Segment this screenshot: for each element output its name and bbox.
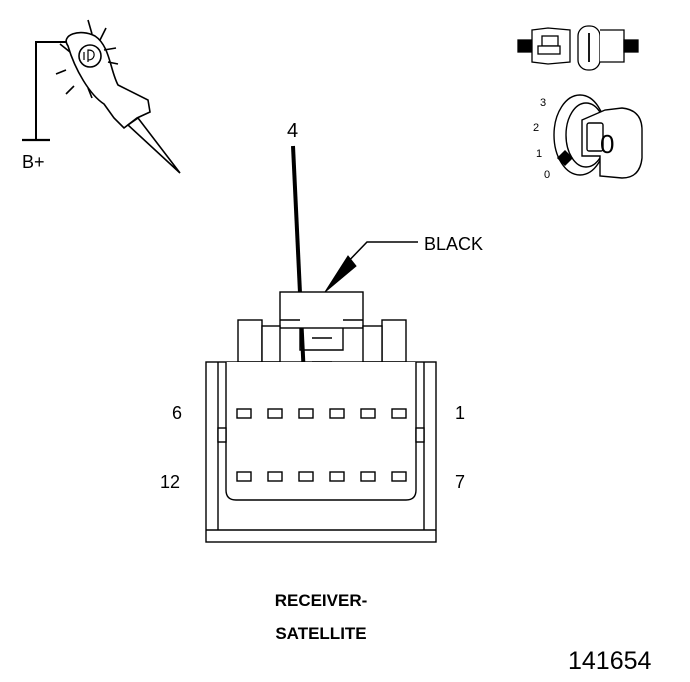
pin-pointer-number: 4 [287, 120, 298, 142]
connector-icon [517, 25, 639, 71]
top-row-pin-cavity [236, 408, 252, 419]
key-label: 0 [600, 129, 614, 159]
test-light-icon [22, 19, 181, 174]
bottom-row-pin-cavity [298, 471, 314, 482]
top-row-pin-cavity [391, 408, 407, 419]
color-label: BLACK [424, 234, 483, 254]
pin-label-6: 6 [172, 403, 182, 423]
pin-row-bottom [236, 471, 407, 482]
top-row-pin-cavity [360, 408, 376, 419]
top-row-pin-cavity [329, 408, 345, 419]
key-position-0: 0 [544, 169, 550, 181]
color-callout-arrow [324, 241, 418, 293]
bottom-row-pin-cavity [236, 471, 252, 482]
top-row-pin-cavity [298, 408, 314, 419]
key-position-2: 2 [533, 122, 539, 134]
bottom-row-pin-cavity [360, 471, 376, 482]
key-position-3: 3 [540, 97, 546, 109]
bottom-row-pin-cavity [391, 471, 407, 482]
figure-id: 141654 [568, 647, 652, 675]
top-row-pin-cavity [267, 408, 283, 419]
b-plus-label: B+ [22, 152, 45, 172]
pin-label-7: 7 [455, 472, 465, 492]
connector-housing [205, 291, 437, 543]
pin-label-1: 1 [455, 403, 465, 423]
bottom-row-pin-cavity [329, 471, 345, 482]
key-position-1: 1 [536, 148, 542, 160]
caption-line-2: SATELLITE [275, 624, 366, 643]
bottom-row-pin-cavity [267, 471, 283, 482]
pin-label-12: 12 [160, 472, 180, 492]
caption-line-1: RECEIVER- [275, 591, 368, 610]
ignition-key-icon [553, 94, 643, 179]
pin-row-top [236, 408, 407, 419]
